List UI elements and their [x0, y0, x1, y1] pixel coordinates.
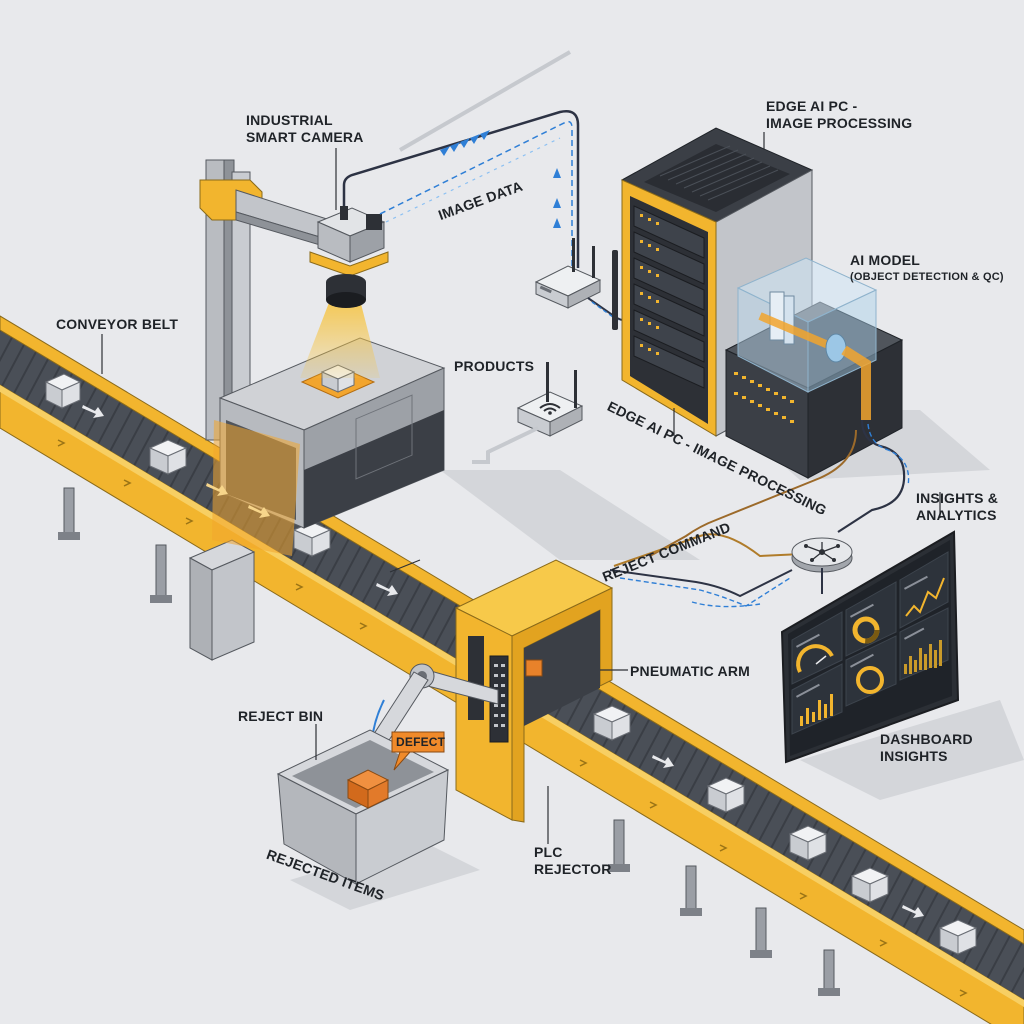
router-icon	[534, 238, 602, 309]
plc-rejector-gate	[454, 559, 614, 823]
insights-label-line-2: ANALYTICS	[916, 507, 997, 523]
conveyor-label: CONVEYOR BELT	[56, 316, 179, 332]
lan-cable	[472, 426, 539, 464]
wifi-router-icon	[516, 362, 584, 437]
side-cabinet	[188, 539, 256, 661]
defect-badge-label: DEFECT	[396, 735, 446, 749]
camera-label-line-1: INDUSTRIAL	[246, 112, 333, 128]
leader-lines	[101, 132, 941, 844]
camera-label-line-2: SMART CAMERA	[246, 129, 364, 145]
box-icon	[592, 705, 632, 741]
image-data-cable	[342, 50, 580, 268]
chart-icon	[905, 577, 945, 617]
gauge-icon	[796, 644, 834, 673]
ai-model-title: AI MODEL	[850, 252, 921, 268]
plc-label-line-2: REJECTOR	[534, 861, 612, 877]
dashboard-label: DASHBOARD INSIGHTS	[880, 731, 973, 765]
insights-label: INSIGHTS & ANALYTICS	[916, 490, 998, 524]
camera-label: INDUSTRIAL SMART CAMERA	[246, 112, 364, 146]
ai-model-label: AI MODEL (OBJECT DETECTION & QC)	[850, 252, 1004, 286]
camera-gantry	[199, 159, 331, 443]
edge-pc-top-label: EDGE AI PC - IMAGE PROCESSING	[766, 98, 912, 132]
tunnel-arrows	[206, 483, 270, 518]
box-icon	[148, 439, 188, 475]
box-icon	[346, 769, 390, 809]
reject-bin-label: REJECT BIN	[238, 708, 324, 724]
data-flow-chevrons	[440, 130, 561, 228]
insights-label-line-1: INSIGHTS &	[916, 490, 999, 506]
box-icon	[788, 825, 828, 861]
products-on-belt	[44, 373, 978, 955]
camera-light-beam	[300, 300, 380, 378]
box-icon	[938, 919, 978, 955]
plc-label-line-1: PLC	[534, 844, 563, 860]
box-icon	[44, 373, 82, 409]
camera-icon	[309, 206, 389, 308]
box-icon	[850, 867, 890, 903]
pneumatic-arm-label: PNEUMATIC ARM	[630, 663, 751, 679]
ai-model-unit	[724, 257, 904, 479]
products-label: PRODUCTS	[454, 358, 535, 374]
dashboard-screen	[780, 530, 960, 764]
side-cabinet-beam	[212, 420, 300, 556]
network-hub-icon	[791, 537, 853, 573]
plc-label: PLC REJECTOR	[534, 844, 612, 878]
ai-model-subtitle: (OBJECT DETECTION & QC)	[850, 271, 1004, 283]
defect-badge-shape	[391, 731, 445, 771]
dashboard-label-line-2: INSIGHTS	[880, 748, 948, 764]
edge-pc-top-label-line-2: IMAGE PROCESSING	[766, 115, 913, 131]
edge-pc-top-label-line-1: EDGE AI PC -	[766, 98, 858, 114]
dashboard-label-line-1: DASHBOARD	[880, 731, 973, 747]
box-icon	[292, 521, 332, 557]
reject-command-cable	[609, 533, 803, 608]
insights-cable	[649, 419, 910, 557]
box-icon	[706, 777, 746, 813]
